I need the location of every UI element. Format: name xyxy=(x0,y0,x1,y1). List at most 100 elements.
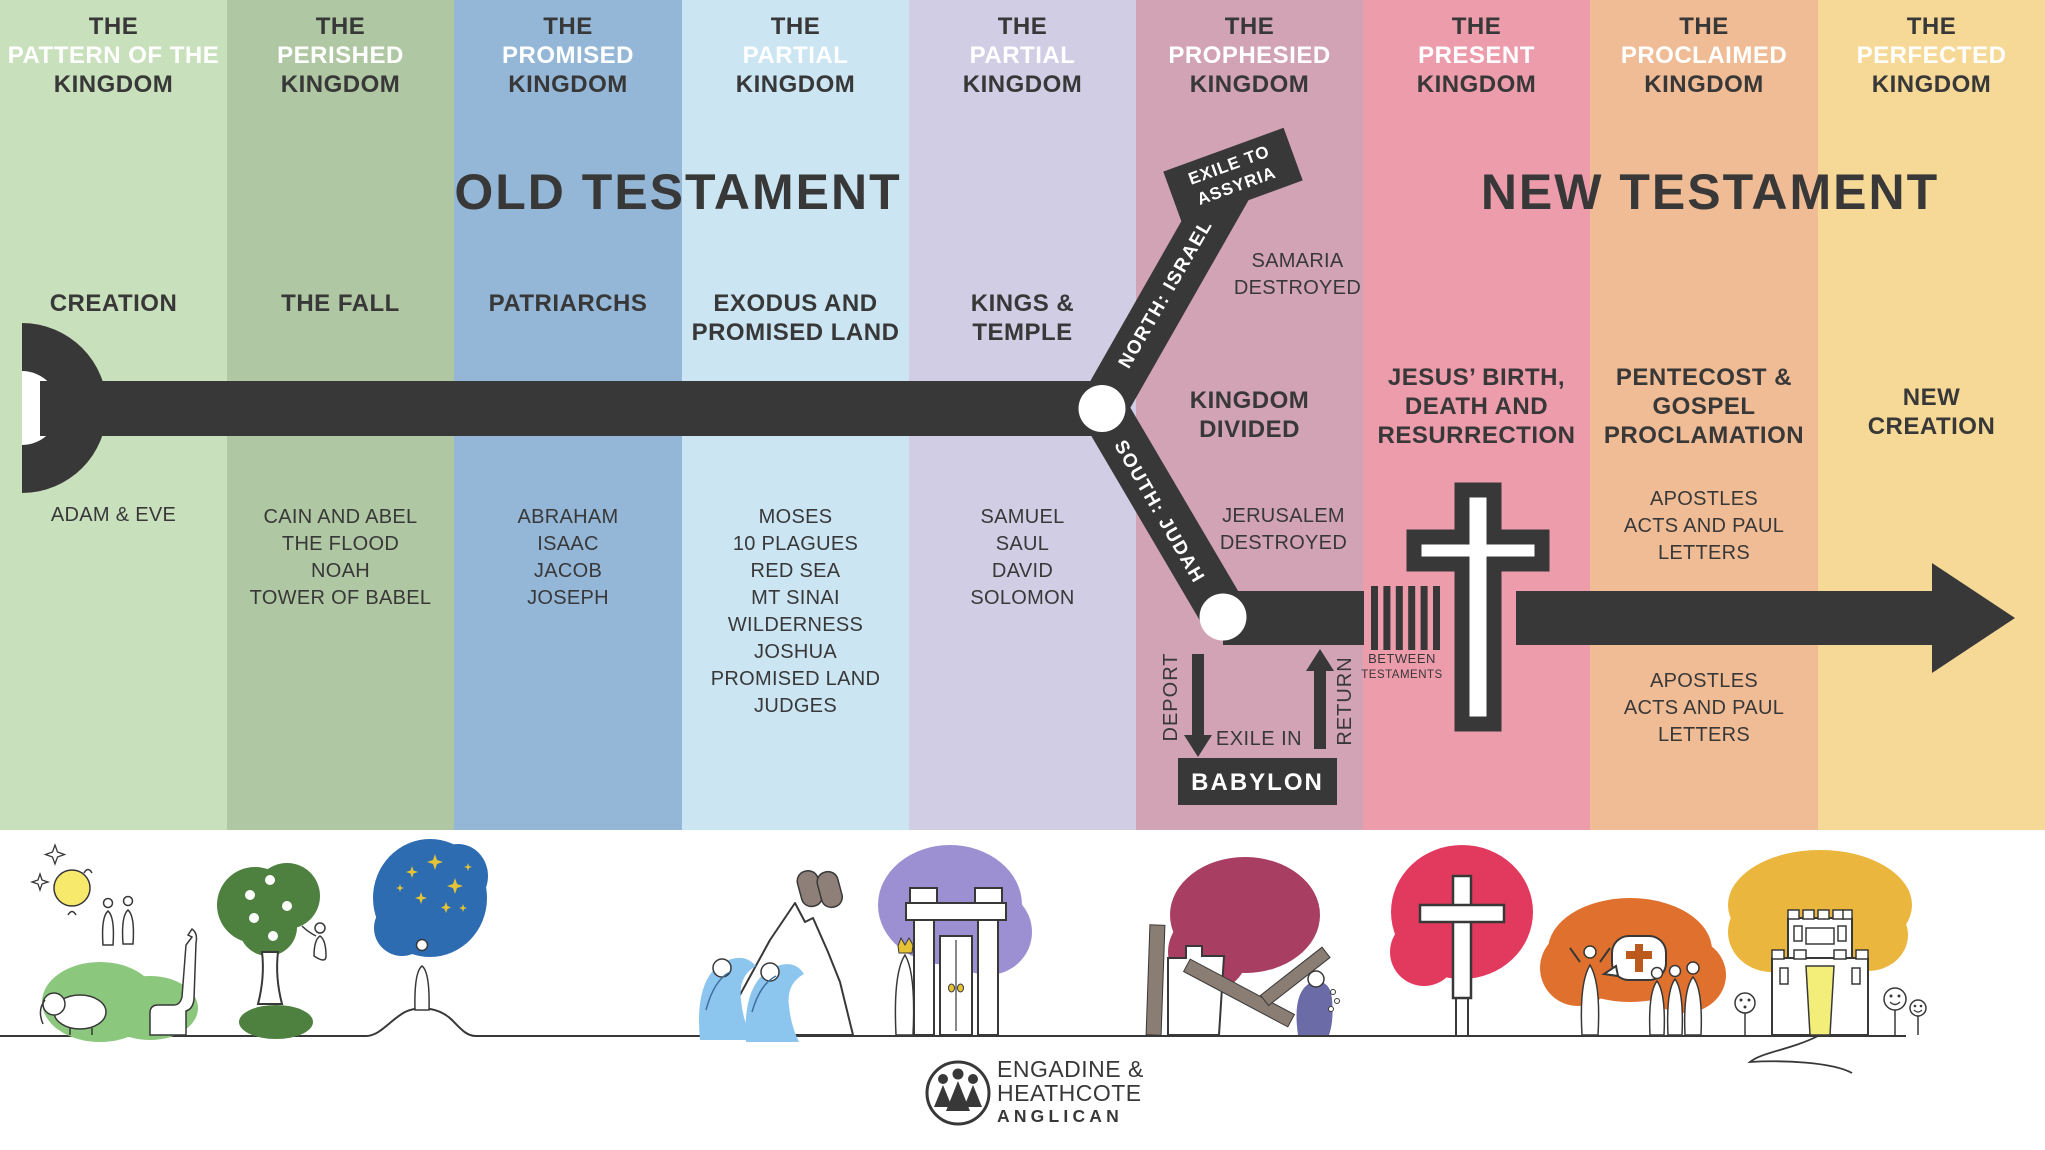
column-header: THE PROCLAIMED KINGDOM xyxy=(1590,12,1818,99)
title-line: PROCLAMATION xyxy=(1603,422,1805,449)
sparkle-icon xyxy=(29,871,51,893)
exile-node xyxy=(1199,593,1247,641)
header-line: KINGDOM xyxy=(280,71,401,98)
list-item: MOSES xyxy=(758,506,833,528)
header-line: PARTIAL xyxy=(742,42,849,69)
column-header: THE PARTIAL KINGDOM xyxy=(682,12,909,99)
title-line: DIVIDED xyxy=(1199,416,1300,443)
babylon-box: BABYLON xyxy=(1178,758,1337,805)
pentecost-title: PENTECOST & GOSPEL PROCLAMATION xyxy=(1590,363,1818,450)
broken-pillar xyxy=(1145,924,1166,1036)
list-item: SAUL xyxy=(995,533,1050,555)
sun-icon xyxy=(53,869,91,907)
column-header: THE PATTERN OF THE KINGDOM xyxy=(0,12,227,99)
bird-icon xyxy=(67,910,77,916)
label-line: JERUSALEM xyxy=(1222,505,1345,527)
stars xyxy=(396,854,472,913)
list-item: LETTERS xyxy=(1657,542,1751,564)
list-item: CAIN AND ABEL xyxy=(263,506,418,528)
fruit xyxy=(282,901,292,911)
timeline-cross xyxy=(1406,482,1550,732)
header-line: KINGDOM xyxy=(53,71,174,98)
list-item: APOSTLES xyxy=(1650,670,1758,692)
list-item: TOWER OF BABEL xyxy=(249,587,432,609)
fall-title: THE FALL xyxy=(281,290,400,317)
list-fall: CAIN AND ABEL THE FLOOD NOAH TOWER OF BA… xyxy=(227,504,454,612)
header-line: THE xyxy=(1906,13,1957,40)
column-perfected-kingdom: THE PERFECTED KINGDOM xyxy=(1818,0,2045,830)
timeline-arrowhead xyxy=(1932,563,2015,673)
creation-title: CREATION xyxy=(49,290,178,317)
title-line: TEMPLE xyxy=(972,319,1073,346)
column-proclaimed-kingdom: THE PROCLAIMED KINGDOM xyxy=(1590,0,1818,830)
svg-text:DEPORT: DEPORT xyxy=(1160,653,1182,742)
list-patriarchs: ABRAHAM ISAAC JACOB JOSEPH xyxy=(454,504,682,612)
title-line: GOSPEL xyxy=(1652,393,1756,420)
old-testament-title: OLD TESTAMENT xyxy=(454,164,902,220)
list-kings: SAMUEL SAUL DAVID SOLOMON xyxy=(909,504,1136,612)
column-header: THE PERFECTED KINGDOM xyxy=(1818,12,2045,99)
logo-name-line2: HEATHCOTE xyxy=(997,1080,1142,1106)
header-line: THE xyxy=(88,13,139,40)
exile-return-bar xyxy=(1223,591,1364,645)
fall-illustration xyxy=(217,863,327,1039)
header-line: KINGDOM xyxy=(508,71,628,98)
header-line: PARTIAL xyxy=(969,42,1076,69)
header-line: KINGDOM xyxy=(1416,71,1537,98)
broken-wall xyxy=(1167,945,1226,1036)
column-header: THE PRESENT KINGDOM xyxy=(1363,12,1590,99)
header-line: THE xyxy=(1224,13,1275,40)
header-line: PATTERN OF THE xyxy=(7,42,220,69)
title-line: PENTECOST & xyxy=(1615,364,1793,391)
adam-figure xyxy=(101,897,115,946)
trunk xyxy=(256,951,284,1005)
list-item: SOLOMON xyxy=(970,587,1075,609)
church-logo: ENGADINE & HEATHCOTE ANGLICAN xyxy=(925,1056,1143,1126)
deport-label: DEPORT xyxy=(1160,653,1182,742)
proclamation-illustration xyxy=(1540,898,1726,1036)
fruit-tree-icon xyxy=(1734,992,1756,1035)
kingdom-divided-node xyxy=(1078,385,1126,432)
title-line: NEW xyxy=(1902,384,1961,411)
title-line: KINGS & xyxy=(970,290,1075,317)
new-testament-title: NEW TESTAMENT xyxy=(1480,164,1940,220)
new-testament-bar xyxy=(1516,591,1935,645)
jerusalem-destroyed-label: JERUSALEM DESTROYED xyxy=(1176,503,1391,557)
creation-illustration xyxy=(29,843,198,1042)
fruit xyxy=(249,913,259,923)
list-item: ACTS AND PAUL xyxy=(1623,697,1785,719)
list-item: LETTERS xyxy=(1657,724,1751,746)
fallen-beam xyxy=(1182,958,1296,1028)
svg-text:BABYLON: BABYLON xyxy=(1191,769,1324,796)
title-line: EXODUS AND xyxy=(713,290,878,317)
title-line: CREATION xyxy=(1867,413,1996,440)
header-line: PERISHED xyxy=(277,42,404,69)
exile-to-assyria-sign: EXILE TO ASSYRIA xyxy=(1163,127,1303,225)
glowing-gate xyxy=(1805,965,1835,1036)
door-knob xyxy=(957,983,964,993)
deport-arrow xyxy=(1184,654,1212,757)
header-line: KINGDOM xyxy=(735,71,856,98)
smiling-tree-icon xyxy=(1909,999,1927,1035)
header-line: THE xyxy=(543,13,593,40)
list-item: 10 PLAGUES xyxy=(732,533,859,555)
door-knob xyxy=(948,983,955,993)
list-item: SAMUEL xyxy=(980,506,1065,528)
exodus-illustration xyxy=(699,869,854,1042)
testaments-label: TESTAMENTS xyxy=(1361,669,1442,681)
samaria-destroyed-label: SAMARIA DESTROYED xyxy=(1190,248,1405,302)
list-item: ADAM & EVE xyxy=(50,504,177,526)
list-apostles-bottom: APOSTLES ACTS AND PAUL LETTERS xyxy=(1590,668,1818,749)
people-icon xyxy=(934,1068,982,1111)
header-line: PERFECTED xyxy=(1856,42,2007,69)
header-line: THE xyxy=(1679,13,1729,40)
header-line: PROCLAIMED xyxy=(1620,42,1788,69)
header-line: KINGDOM xyxy=(1189,71,1310,98)
title-line: RESURRECTION xyxy=(1377,422,1576,449)
new-creation-title: NEW CREATION xyxy=(1818,383,2045,441)
giraffe-icon xyxy=(149,927,198,1036)
present-cross-illustration xyxy=(1390,845,1533,1037)
city-walls xyxy=(1771,909,1869,1036)
list-item: RED SEA xyxy=(750,560,841,582)
